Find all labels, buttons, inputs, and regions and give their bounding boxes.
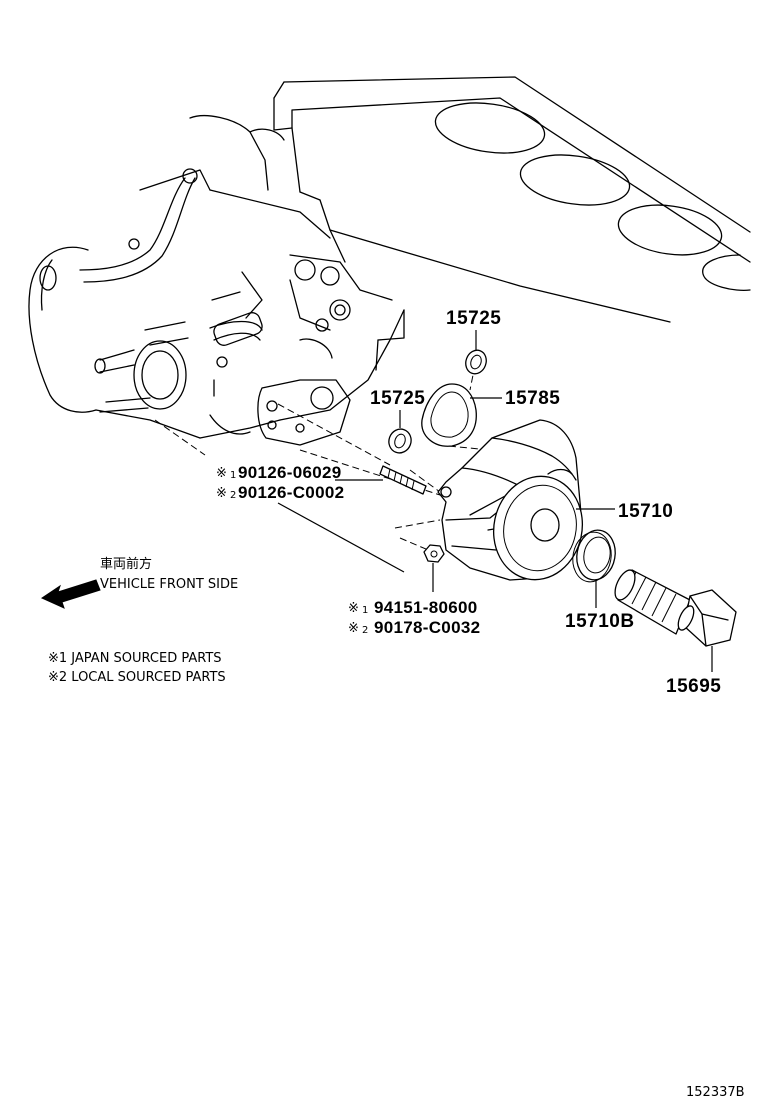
front-arrow-icon	[40, 579, 101, 609]
part-label-15710b: 15710B	[565, 611, 635, 632]
leader-lines	[277, 330, 713, 672]
stud-bolt	[379, 465, 427, 495]
part-label-15710: 15710	[618, 501, 673, 522]
part-label-15725-upper: 15725	[446, 308, 501, 329]
nut	[423, 544, 445, 563]
note-japan-sourced: ※1 JAPAN SOURCED PARTS	[48, 651, 222, 666]
vehicle-front-jp: 車両前方	[100, 556, 152, 572]
engine-block-drawing	[28, 76, 751, 446]
japan-mark-symbol: ※	[216, 466, 227, 481]
local-mark-number: 2	[230, 490, 236, 501]
part-label-90178-c0032: 90178-C0032	[374, 618, 480, 637]
japan-mark-number: 1	[230, 470, 236, 481]
stud-part-labels: ※ 1 90126-06029 ※ 2 90126-C0002	[216, 463, 344, 502]
local-mark-number: 2	[362, 625, 368, 636]
housing-15710	[437, 419, 584, 581]
part-label-94151-80600: 94151-80600	[374, 598, 478, 617]
part-label-15725-lower: 15725	[370, 388, 425, 409]
vehicle-front-indicator: 車両前方 VEHICLE FRONT SIDE	[40, 556, 238, 609]
nut-part-labels: ※ 1 94151-80600 ※ 2 90178-C0032	[348, 598, 480, 637]
part-label-15695: 15695	[666, 676, 721, 697]
part-label-90126-c0002: 90126-C0002	[238, 483, 344, 502]
part-label-15785: 15785	[505, 388, 560, 409]
vehicle-front-en: VEHICLE FRONT SIDE	[100, 577, 238, 592]
local-mark-symbol: ※	[216, 486, 227, 501]
japan-mark-number: 1	[362, 605, 368, 616]
note-local-sourced: ※2 LOCAL SOURCED PARTS	[48, 670, 226, 685]
local-mark-symbol: ※	[348, 621, 359, 636]
o-ring-15725-lower	[388, 428, 412, 454]
gasket-15785	[421, 383, 477, 447]
o-ring-15725-upper	[465, 349, 487, 375]
union-bolt-15695	[614, 569, 737, 647]
seal-15710b	[572, 529, 616, 583]
japan-mark-symbol: ※	[348, 601, 359, 616]
part-label-90126-06029: 90126-06029	[238, 463, 342, 482]
figure-id: 152337B	[686, 1085, 745, 1100]
